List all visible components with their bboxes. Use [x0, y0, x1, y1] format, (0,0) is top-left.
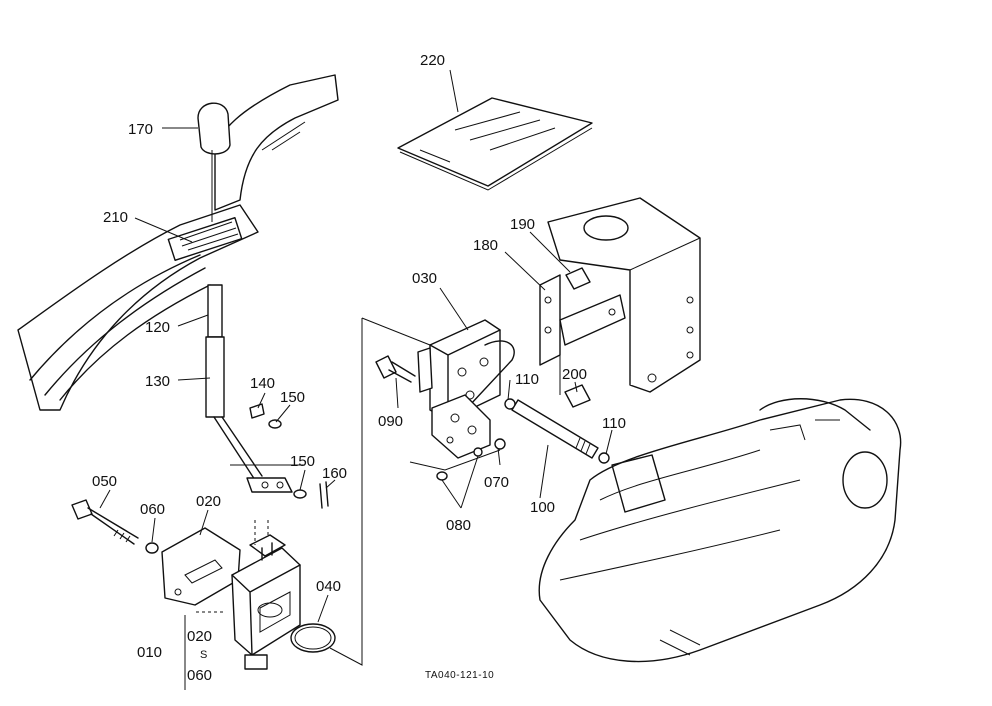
- callout-110-upper: 110: [515, 371, 539, 388]
- lever-rods: [205, 284, 305, 493]
- callout-020: 020: [196, 493, 221, 510]
- callout-140: 140: [250, 375, 275, 392]
- leader-lines: [99, 69, 613, 623]
- drawing-reference: TA040-121-10: [425, 670, 494, 681]
- callout-200: 200: [562, 366, 587, 383]
- lever-guide-plate: [17, 74, 339, 411]
- callout-090: 090: [378, 413, 403, 430]
- cover-plate: [161, 527, 241, 606]
- callout-010: 010: [137, 644, 162, 661]
- lever-knob: [197, 102, 231, 222]
- callout-210: 210: [103, 209, 128, 226]
- long-bolt: [71, 499, 159, 554]
- callout-180: 180: [473, 237, 498, 254]
- callout-120: 120: [145, 319, 170, 336]
- valve-block: [417, 319, 515, 421]
- callout-030: 030: [412, 270, 437, 287]
- transmission-housing: [538, 197, 902, 663]
- callout-100: 100: [530, 499, 555, 516]
- mounting-bracket: [539, 267, 626, 408]
- callout-160: 160: [322, 465, 347, 482]
- control-valve: [231, 520, 301, 670]
- callout-050: 050: [92, 473, 117, 490]
- callout-060-range: 060: [187, 667, 212, 684]
- callout-080: 080: [446, 517, 471, 534]
- callout-020-range: 020: [187, 628, 212, 645]
- callout-060: 060: [140, 501, 165, 518]
- pipe: [511, 399, 610, 464]
- callout-190: 190: [510, 216, 535, 233]
- callout-220: 220: [420, 52, 445, 69]
- callout-040: 040: [316, 578, 341, 595]
- o-ring: [290, 623, 336, 653]
- exploded-guide-lines: [184, 317, 501, 690]
- small-hardware: [249, 403, 329, 509]
- callout-labels: 170 210 120 130 140 150 150 160 050 060 …: [92, 52, 626, 684]
- callout-130: 130: [145, 373, 170, 390]
- callout-150-lower: 150: [290, 453, 315, 470]
- callout-150-upper: 150: [280, 389, 305, 406]
- callout-070: 070: [484, 474, 509, 491]
- range-separator: S: [200, 649, 207, 661]
- operator-manual: [397, 97, 593, 191]
- flange: [431, 394, 516, 481]
- callout-170: 170: [128, 121, 153, 138]
- hollow-bolt: [375, 355, 416, 383]
- callout-110-lower: 110: [602, 415, 626, 432]
